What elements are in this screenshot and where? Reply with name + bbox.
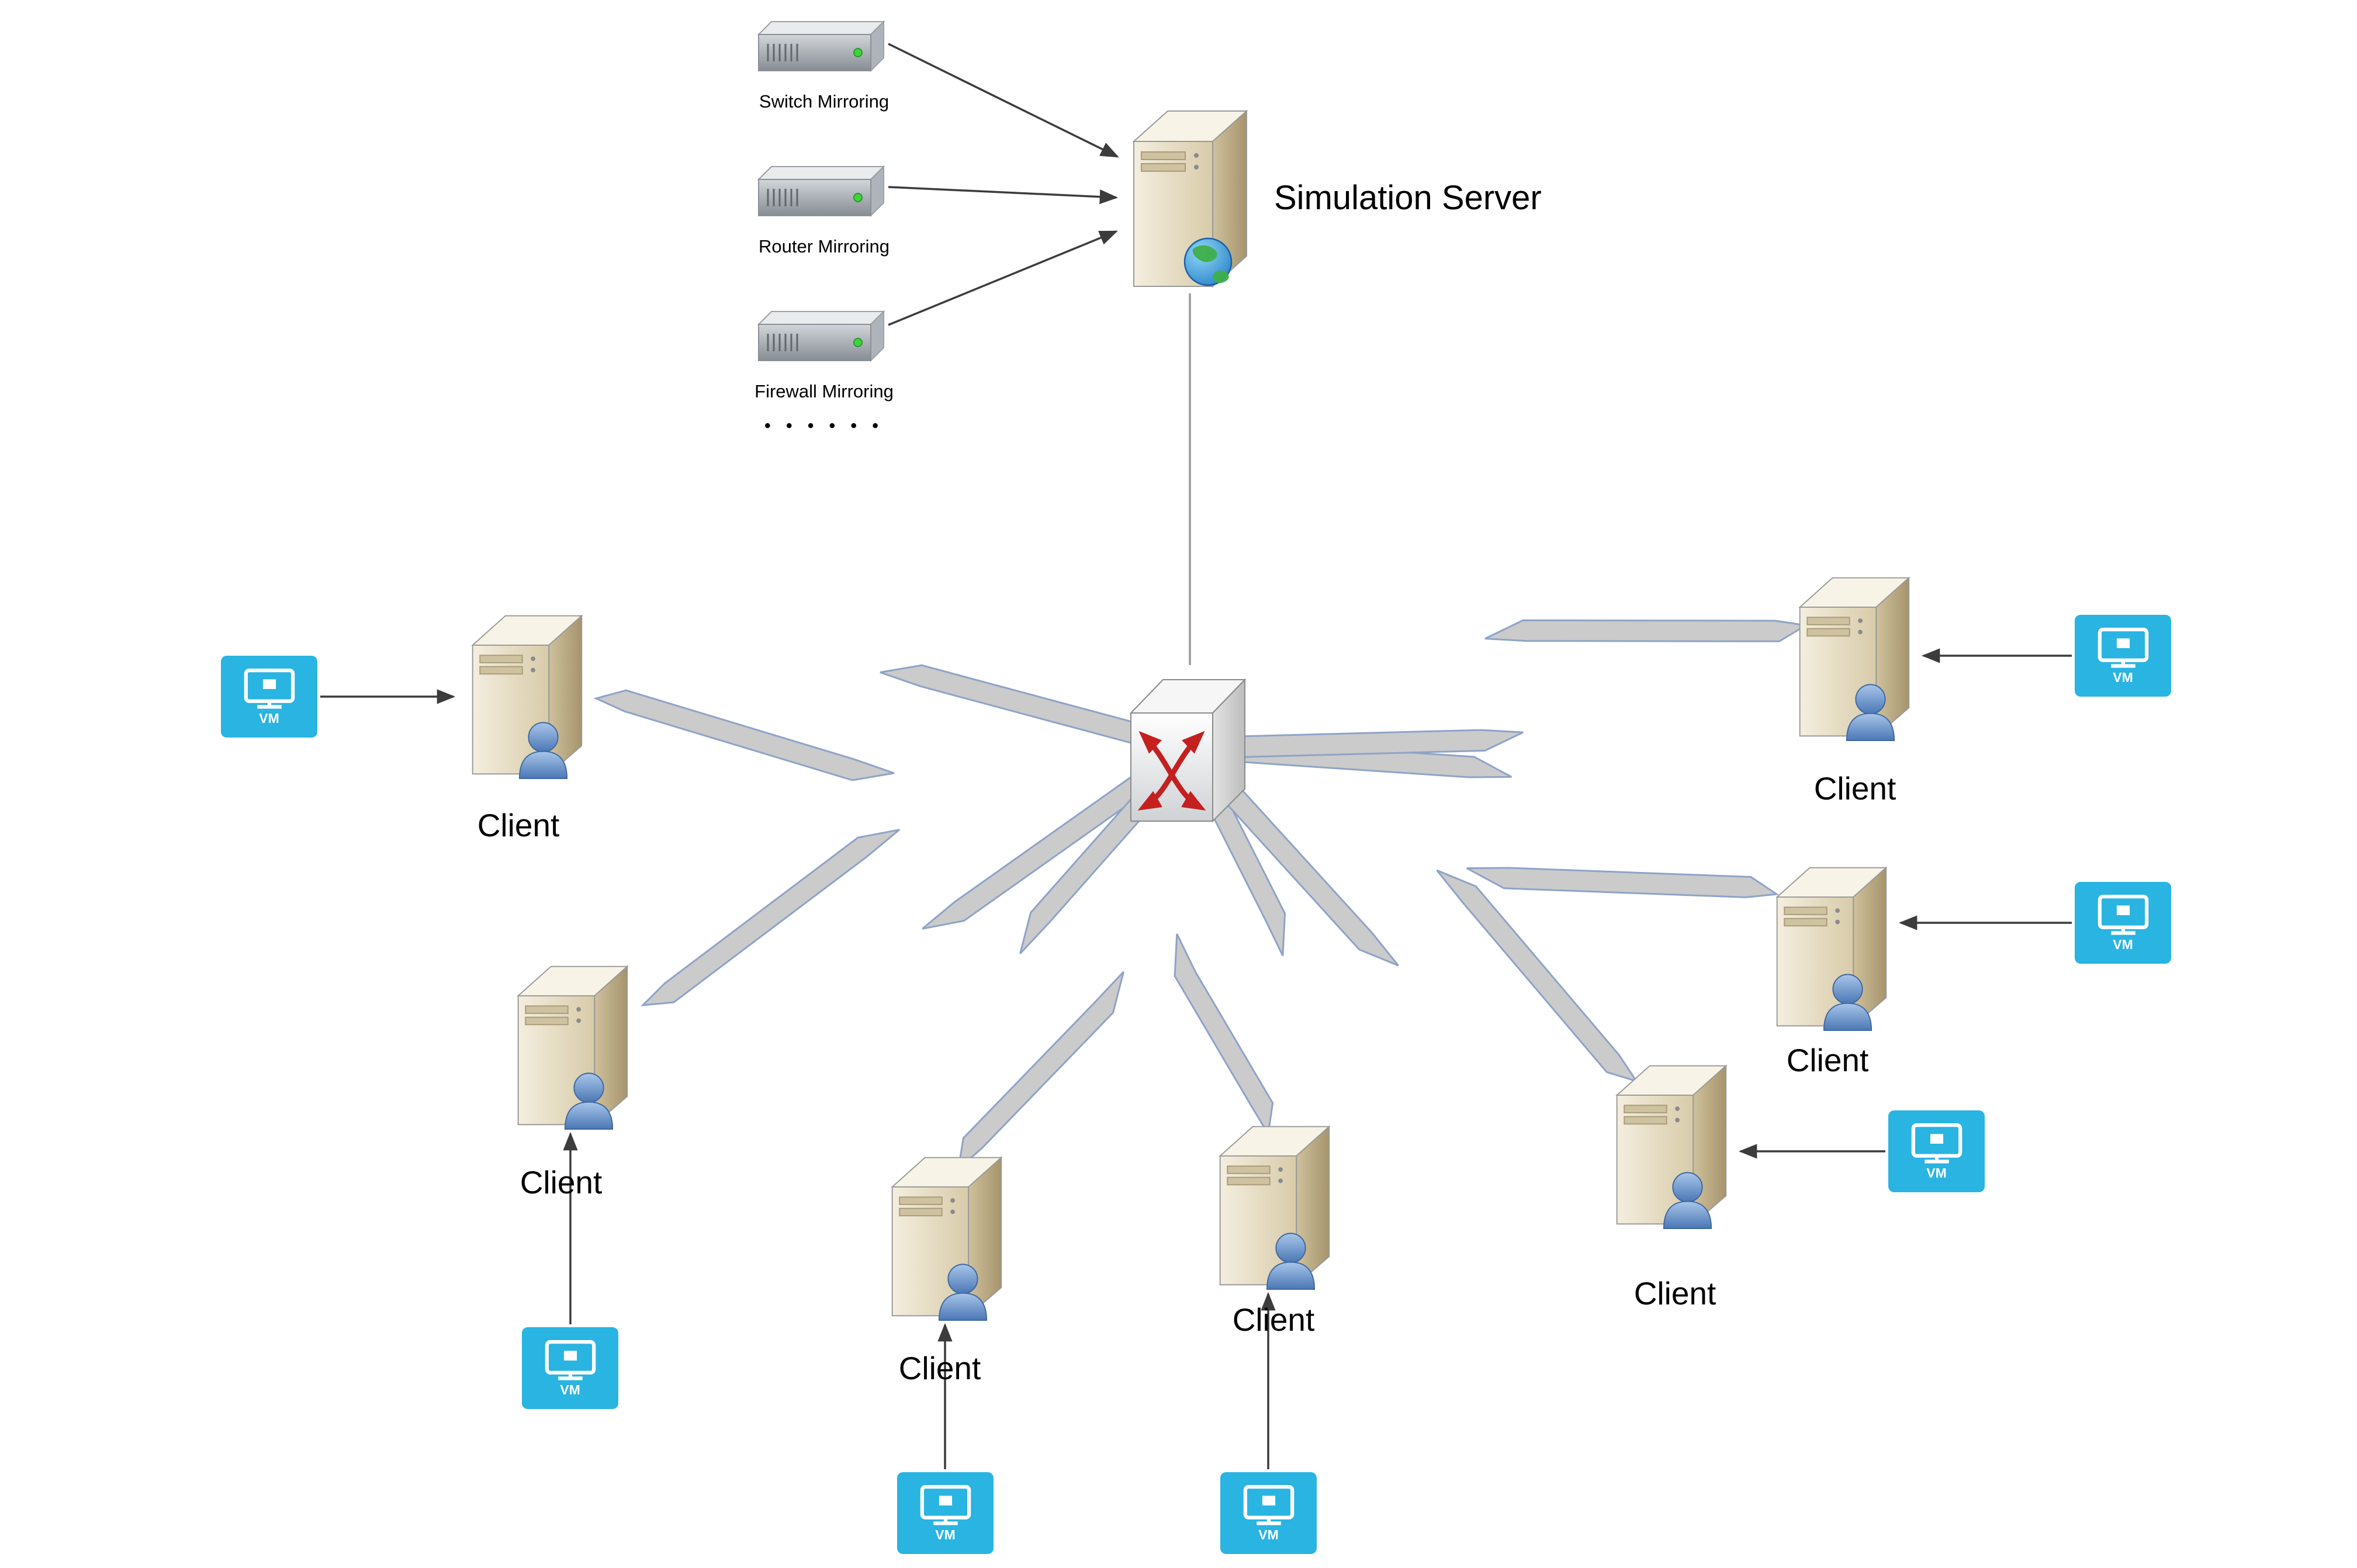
client-node [1602, 1060, 1739, 1230]
client-label: Client [898, 1350, 981, 1386]
vm-monitor-icon [2095, 894, 2151, 936]
simulation-server-node [1119, 105, 1259, 292]
vm-label: VM [2113, 670, 2133, 685]
switch-mirroring-node [754, 15, 888, 81]
client-label: Client [520, 1164, 603, 1200]
vm-node: VM [1220, 1472, 1317, 1554]
vm-monitor-icon [2095, 627, 2151, 669]
vm-monitor-icon [1909, 1123, 1965, 1165]
client-label: Client [1633, 1275, 1716, 1311]
switch-mirroring-label: Switch Mirroring [759, 91, 890, 112]
client-node [458, 610, 595, 780]
vm-node: VM [897, 1472, 994, 1554]
server-tower-icon [1133, 110, 1248, 288]
vm-monitor-icon [918, 1484, 974, 1527]
vm-label: VM [1926, 1165, 1947, 1181]
firewall-mirroring-label: Firewall Mirroring [754, 381, 894, 401]
firewall-mirroring-node [754, 305, 888, 371]
vm-monitor-icon [542, 1339, 598, 1382]
router-mirroring-label: Router Mirroring [759, 236, 890, 257]
vm-node: VM [1888, 1110, 1985, 1192]
vm-monitor-icon [241, 668, 297, 710]
rack-device-icon [757, 165, 885, 217]
client-tower-icon [891, 1157, 1002, 1321]
vm-label: VM [1258, 1527, 1279, 1542]
vm-monitor-icon [1241, 1484, 1297, 1527]
vm-label: VM [560, 1382, 580, 1397]
client-tower-icon [1616, 1065, 1727, 1230]
client-tower-icon [1219, 1126, 1330, 1290]
vm-node: VM [2075, 882, 2171, 964]
client-label: Client [1786, 1042, 1869, 1078]
client-tower-icon [517, 965, 628, 1130]
client-node [1205, 1121, 1342, 1290]
client-node [1785, 572, 1922, 742]
router-mirroring-node [754, 160, 888, 226]
client-tower-icon [1799, 577, 1910, 742]
client-node [877, 1152, 1015, 1321]
vm-label: VM [2113, 937, 2133, 952]
vm-node: VM [2075, 615, 2171, 697]
client-tower-icon [472, 615, 583, 780]
vm-node: VM [221, 656, 317, 738]
rack-device-icon [757, 20, 885, 72]
switch-icon [1119, 663, 1257, 833]
simulation-server-label: Simulation Server [1274, 179, 1542, 217]
client-node [503, 961, 641, 1130]
vm-label: VM [935, 1527, 956, 1542]
client-label: Client [1813, 770, 1896, 807]
client-label: Client [1232, 1302, 1315, 1338]
vm-label: VM [259, 711, 279, 726]
more-devices-ellipsis: • • • • • • [764, 416, 884, 435]
client-node [1762, 862, 1899, 1032]
rack-device-icon [757, 310, 885, 362]
vm-node: VM [522, 1327, 618, 1409]
network-switch-node [1119, 663, 1257, 833]
client-label: Client [477, 807, 560, 843]
client-tower-icon [1776, 867, 1887, 1032]
